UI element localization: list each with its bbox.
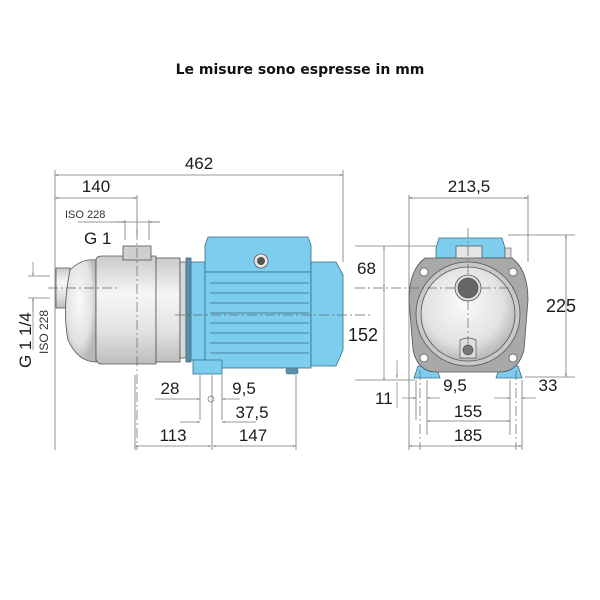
inlet-thread: G 1 1/4 [16, 312, 35, 368]
inlet-thread-standard: ISO 228 [37, 310, 51, 354]
dim-base-width: 185 [454, 426, 482, 445]
dim-overall-length: 462 [185, 154, 213, 173]
dim-foot-span: 37,5 [235, 403, 268, 422]
dim-front-to-foot: 113 [159, 426, 186, 445]
front-view: 213,5 68 [355, 177, 576, 450]
dim-foot-thickness: 11 [375, 389, 393, 408]
dim-foot-hole: 9,5 [232, 379, 256, 398]
motor-foot [192, 359, 223, 375]
dim-overall-width: 213,5 [448, 177, 491, 196]
dim-axis-height: 152 [348, 325, 378, 345]
dim-front-foot-hole: 9,5 [443, 376, 467, 395]
units-note: Le misure sono espresse in mm [175, 62, 425, 78]
dim-axis-to-top: 68 [357, 259, 376, 278]
outlet-thread: G 1 [84, 229, 111, 248]
dim-hole-spacing: 155 [454, 402, 482, 421]
dim-overall-height: 225 [546, 296, 576, 316]
pump-front-cover [65, 259, 97, 363]
dim-foot-width: 28 [161, 379, 180, 398]
dim-outlet-offset: 140 [82, 177, 110, 196]
outlet-thread-standard: ISO 228 [65, 209, 105, 221]
motor-housing [204, 271, 312, 369]
dim-foot-to-rear: 147 [239, 426, 267, 445]
fan-cover [310, 261, 344, 367]
pump-casing [95, 255, 157, 365]
dim-foot-edge: 33 [539, 376, 558, 395]
side-view: 462 140 ISO 228 G 1 G 1 1/4 ISO 228 [16, 154, 378, 450]
motor [190, 236, 344, 375]
